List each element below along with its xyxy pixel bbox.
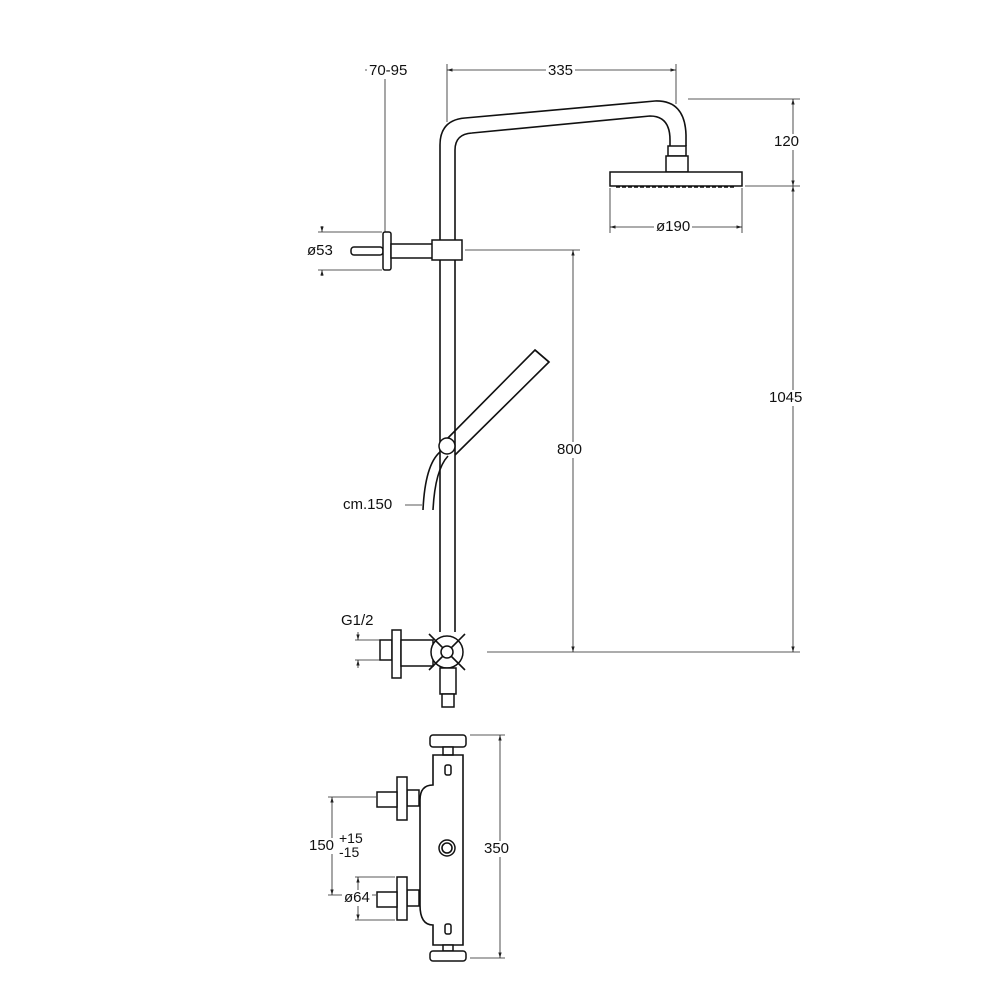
tolerance-minus-label: -15 (339, 844, 360, 860)
hand-shower (422, 348, 551, 511)
tolerance-plus-label: +15 (339, 830, 363, 846)
flange-diameter-label: ø64 (342, 889, 372, 906)
wall-offset-label: 70-95 (367, 62, 410, 79)
head-drop-label: 120 (772, 133, 802, 150)
mixer-height-label: 350 (482, 840, 512, 857)
bracket-diameter-label: ø53 (305, 242, 335, 259)
bracket-height-label: 800 (555, 441, 585, 458)
total-height-label: 1045 (767, 389, 805, 406)
inlet-thread-label: G1/2 (339, 612, 376, 629)
shower-riser (439, 100, 689, 632)
diverter-valve (379, 629, 466, 708)
arm-length-label: 335 (546, 62, 576, 79)
inlet-spacing-label: 150 (307, 837, 337, 854)
shower-head (609, 171, 743, 188)
head-diameter-label: ø190 (654, 218, 693, 235)
hose-length-label: cm.150 (341, 496, 395, 513)
thermostatic-mixer (376, 734, 467, 962)
wall-bracket (350, 231, 463, 271)
